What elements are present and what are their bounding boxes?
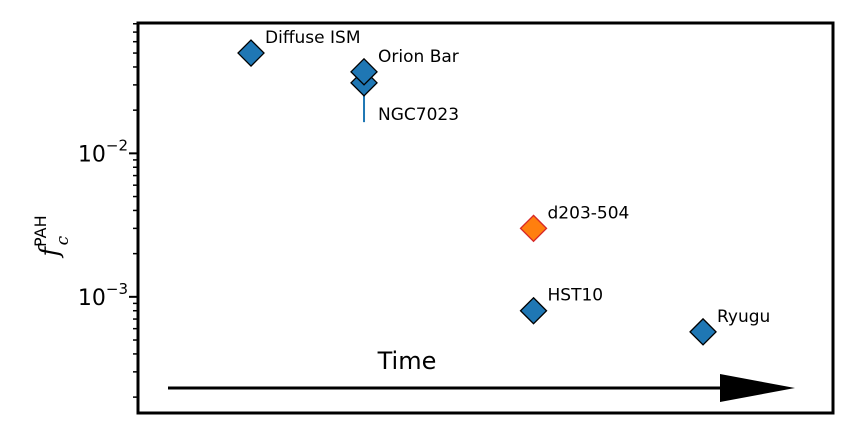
point-label: HST10 <box>548 286 604 306</box>
point-label: Diffuse ISM <box>265 28 361 48</box>
y-tick-label: 10−2 <box>78 136 128 167</box>
y-axis-label-sup: PAH <box>31 215 50 247</box>
point-label: NGC7023 <box>378 105 459 125</box>
y-tick-label: 10−3 <box>78 280 128 311</box>
data-point-marker <box>689 317 717 346</box>
y-major-ticks: 10−2 10−3 <box>78 136 138 311</box>
plot-frame <box>136 21 835 415</box>
data-point-marker <box>237 39 265 67</box>
data-point-marker <box>519 214 548 243</box>
y-minor-ticks <box>133 23 138 398</box>
data-point-marker <box>519 296 548 325</box>
time-annotation-label: Time <box>377 347 437 375</box>
point-label: Orion Bar <box>378 47 459 67</box>
point-label: Ryugu <box>717 307 770 327</box>
data-point-marker <box>350 57 378 86</box>
point-label: d203-504 <box>548 203 630 223</box>
time-arrow-head <box>720 374 795 402</box>
y-axis-label-sub: c <box>53 235 73 245</box>
data-points <box>237 39 717 346</box>
